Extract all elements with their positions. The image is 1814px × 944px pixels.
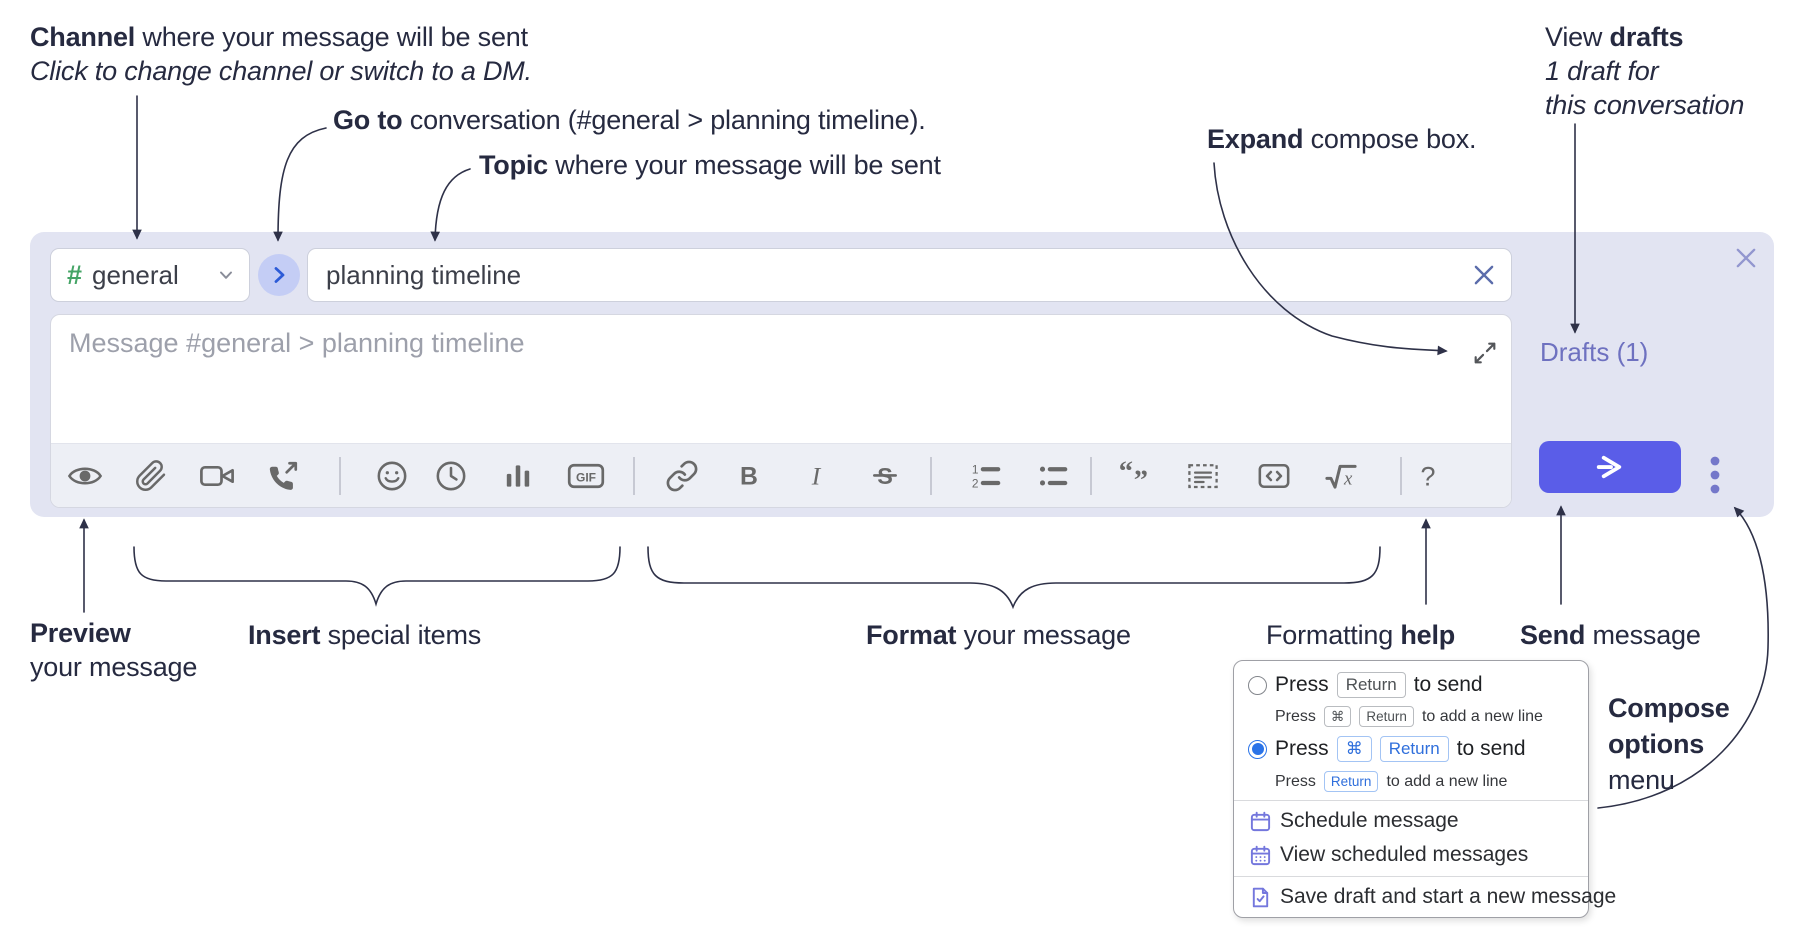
brace-insert — [133, 546, 621, 607]
channel-name: general — [92, 259, 179, 290]
emoji-icon[interactable] — [375, 459, 409, 493]
compose-options-button[interactable] — [1705, 454, 1725, 501]
goto-conversation-button[interactable] — [258, 254, 300, 296]
kbd-return: Return — [1359, 706, 1414, 727]
formatting-help-icon[interactable]: ? — [1411, 459, 1445, 493]
annotation-view-drafts: View drafts 1 draft for this conversatio… — [1545, 22, 1745, 120]
channel-hash-icon: # — [67, 259, 83, 290]
menu-item-view-scheduled[interactable]: View scheduled messages — [1249, 843, 1528, 867]
kbd-return: Return — [1323, 771, 1379, 792]
compose-toolbar: GIF B I — [51, 443, 1511, 507]
link-icon[interactable] — [665, 459, 699, 493]
annotation-format: Format your message — [866, 620, 1131, 650]
svg-text:1: 1 — [972, 462, 979, 476]
radio-unselected-icon[interactable] — [1248, 675, 1267, 695]
annotation-topic: Topic where your message will be sent — [479, 150, 941, 180]
kbd-return: Return — [1336, 672, 1406, 698]
math-icon[interactable]: x — [1323, 458, 1359, 494]
clear-topic-icon[interactable] — [1471, 262, 1497, 288]
drafts-link[interactable]: Drafts (1) — [1540, 337, 1649, 367]
toolbar-divider — [1400, 456, 1402, 495]
send-option-cmd-return-sub: Press Return to add a new line — [1275, 771, 1507, 792]
topic-value: planning timeline — [326, 259, 522, 290]
menu-item-schedule[interactable]: Schedule message — [1249, 809, 1459, 833]
svg-text:x: x — [1343, 468, 1353, 489]
svg-text:?: ? — [1421, 461, 1436, 491]
chevron-down-icon — [220, 271, 232, 279]
bulleted-list-icon[interactable] — [1036, 459, 1070, 493]
numbered-list-icon[interactable]: 1 2 — [969, 459, 1003, 493]
radio-selected-icon[interactable] — [1248, 739, 1267, 759]
annotation-formatting-help: Formatting help — [1266, 620, 1456, 650]
send-option-return-sub: Press ⌘ Return to add a new line — [1275, 706, 1543, 727]
calendar-icon — [1250, 811, 1271, 831]
send-button[interactable] — [1539, 441, 1681, 493]
kbd-return: Return — [1379, 736, 1449, 762]
channel-selector[interactable]: # general — [50, 248, 250, 302]
annotation-send: Send message — [1520, 620, 1701, 650]
time-icon[interactable] — [434, 459, 468, 493]
arrow-goto — [273, 127, 327, 242]
toolbar-divider — [339, 456, 341, 495]
send-icon — [1596, 455, 1622, 479]
bold-icon[interactable]: B — [732, 459, 766, 493]
quote-icon[interactable]: “ ” — [1118, 458, 1154, 494]
annotation-goto: Go to conversation (#general > planning … — [333, 105, 926, 135]
annotation-channel: Channel where your message will be sent … — [30, 22, 532, 86]
strikethrough-icon[interactable]: S — [868, 459, 902, 493]
calendar-grid-icon — [1250, 845, 1271, 865]
close-compose-button[interactable] — [1730, 242, 1762, 274]
annotation-insert: Insert special items — [248, 620, 482, 650]
annotation-expand: Expand compose box. — [1207, 124, 1477, 154]
topic-input[interactable]: planning timeline — [307, 248, 1512, 302]
vertical-ellipsis-icon — [1710, 456, 1720, 494]
svg-text:GIF: GIF — [576, 470, 596, 484]
poll-chart-icon[interactable] — [502, 460, 534, 492]
annotation-preview: Preview your message — [30, 618, 198, 682]
message-input[interactable]: Message #general > planning timeline — [69, 328, 525, 358]
preview-eye-icon[interactable] — [67, 458, 103, 494]
svg-text:B: B — [740, 463, 758, 490]
attach-paperclip-icon[interactable] — [135, 459, 168, 492]
message-compose-area: Message #general > planning timeline — [50, 314, 1512, 508]
toolbar-divider — [633, 456, 635, 495]
menu-divider — [1234, 876, 1588, 877]
svg-text:I: I — [811, 461, 822, 490]
svg-text:2: 2 — [972, 476, 979, 490]
annotation-compose-options: Compose options menu — [1608, 693, 1730, 795]
arrow-topic — [430, 168, 471, 242]
send-option-return[interactable]: Press Return to send — [1248, 672, 1483, 698]
close-icon — [1736, 248, 1756, 268]
compose-options-menu: Press Return to send Press ⌘ Return to a… — [1233, 660, 1616, 918]
spoiler-icon[interactable] — [1186, 459, 1220, 493]
kbd-cmd: ⌘ — [1336, 736, 1372, 762]
svg-text:”: ” — [1134, 465, 1148, 494]
code-icon[interactable] — [1257, 459, 1291, 493]
compose-box: # general planning timeline Message #gen… — [30, 232, 1774, 517]
draft-save-icon — [1252, 887, 1269, 907]
expand-compose-icon[interactable] — [1472, 340, 1498, 366]
gif-icon[interactable]: GIF — [567, 457, 605, 495]
toolbar-divider — [930, 456, 932, 495]
toolbar-divider — [1090, 456, 1092, 495]
svg-text:“: “ — [1119, 458, 1133, 488]
voice-call-icon[interactable] — [266, 459, 300, 493]
menu-divider — [1234, 800, 1588, 801]
kbd-cmd: ⌘ — [1323, 706, 1352, 727]
menu-item-save-draft[interactable]: Save draft and start a new message — [1249, 885, 1616, 909]
chevron-right-icon — [274, 267, 285, 283]
send-option-cmd-return[interactable]: Press ⌘ Return to send — [1248, 736, 1526, 762]
italic-icon[interactable]: I — [799, 459, 833, 493]
video-call-icon[interactable] — [199, 458, 235, 494]
brace-format — [647, 546, 1381, 610]
